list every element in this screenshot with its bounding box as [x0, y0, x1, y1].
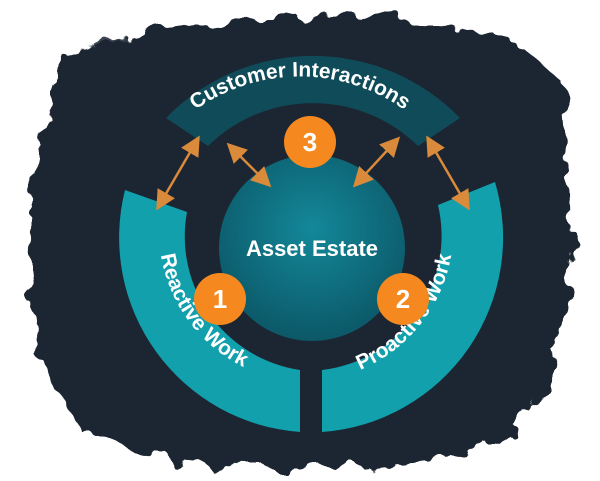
- center-label: Asset Estate: [246, 236, 378, 261]
- segment-reactive-work: [119, 190, 300, 432]
- left-band: [119, 190, 300, 432]
- arrow-top-to-center-right: [352, 136, 401, 188]
- arrow-top-right-to-proactive: [426, 135, 470, 211]
- arrow-top-left-to-reactive: [156, 135, 200, 211]
- right-band: [322, 182, 504, 432]
- top-band: [166, 55, 460, 146]
- badge-3-circle: [284, 116, 336, 168]
- segment-proactive-work: [322, 182, 504, 432]
- badge-2: 2: [377, 273, 429, 325]
- badge-1: 1: [194, 273, 246, 325]
- badge-1-circle: [194, 273, 246, 325]
- badge-1-number: 1: [213, 284, 227, 314]
- arrow-top-to-center-left: [226, 142, 272, 188]
- connector-arrows: [156, 135, 470, 211]
- segment-customer-interactions: [166, 55, 460, 146]
- badge-2-circle: [377, 273, 429, 325]
- badge-3: 3: [284, 116, 336, 168]
- badge-2-number: 2: [396, 284, 410, 314]
- center-disc: [219, 155, 405, 341]
- badge-3-number: 3: [303, 127, 317, 157]
